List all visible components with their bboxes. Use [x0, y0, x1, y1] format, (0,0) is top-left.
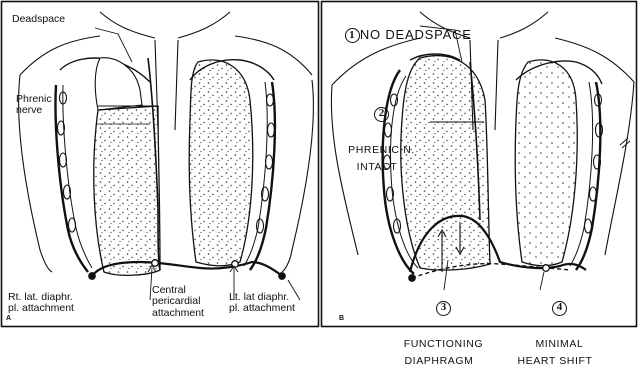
- item-2-phrenic-intact: 2 PHRENIC N. INTACT: [334, 88, 420, 174]
- label-deadspace: Deadspace: [12, 14, 65, 25]
- item-4-minimal-heart-shift: 4 MINIMAL HEART SHIFT: [500, 282, 610, 368]
- label-lt-lat-attachment: Lt. lat diaphr. pl. attachment: [229, 292, 295, 315]
- number-4-badge: 4: [552, 301, 567, 316]
- item-3-label: FUNCTIONING DIAPHRAGM: [404, 338, 484, 367]
- item-1-label: NO DEADSPACE: [360, 27, 472, 42]
- number-2-badge: 2: [374, 107, 389, 122]
- item-2-label: PHRENIC N. INTACT: [348, 144, 415, 173]
- number-1-badge: 1: [345, 28, 360, 43]
- label-central-attachment: Central pericardial attachment: [152, 285, 204, 319]
- label-phrenic-nerve: Phrenic nerve: [16, 94, 52, 117]
- figure-diagram: [0, 0, 639, 328]
- panel-a-drawing: [19, 12, 314, 300]
- label-rt-lat-attachment: Rt. lat. diaphr. pl. attachment: [8, 292, 74, 315]
- item-3-functioning-diaphragm: 3 FUNCTIONING DIAPHRAGM: [384, 282, 494, 368]
- panel-b-letter: B: [339, 315, 344, 323]
- panel-a-frame: [2, 2, 319, 327]
- panel-a-letter: A: [6, 315, 11, 323]
- item-4-label: MINIMAL HEART SHIFT: [517, 338, 592, 367]
- number-3-badge: 3: [436, 301, 451, 316]
